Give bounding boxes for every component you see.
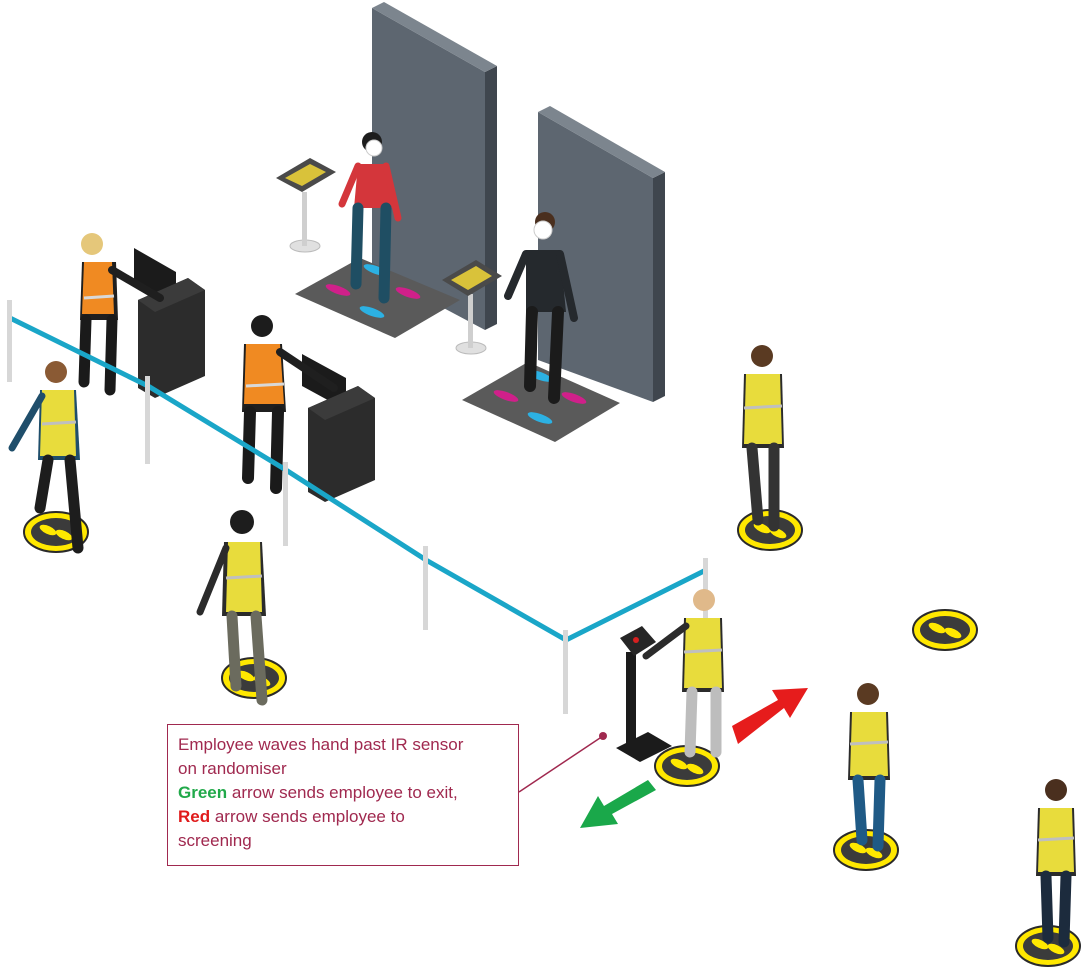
red-word: Red — [178, 807, 211, 826]
green-word: Green — [178, 783, 228, 802]
person-screened-man — [504, 212, 578, 404]
employee-standing-2 — [848, 683, 890, 852]
green-rest: arrow sends employee to exit, — [227, 783, 458, 802]
employee-queue-1 — [196, 510, 268, 706]
callout-line-1: Employee waves hand past IR sensor — [178, 735, 464, 754]
randomiser-stand-icon — [616, 626, 672, 762]
annotation-callout: Employee waves hand past IR sensor on ra… — [167, 724, 519, 866]
employee-standing-3 — [1036, 779, 1076, 948]
red-rest: arrow sends employee to — [210, 807, 405, 826]
employee-standing-1 — [742, 345, 784, 532]
tablet-stand-1 — [276, 158, 336, 253]
employee-walking-left — [8, 361, 84, 554]
person-screened-woman — [338, 132, 402, 304]
green-arrow-icon — [580, 780, 656, 828]
screening-panel-front — [538, 106, 665, 402]
screening-panel-back — [372, 2, 497, 330]
callout-line-5: screening — [178, 831, 252, 850]
callout-leader-line — [518, 735, 604, 793]
employee-at-randomiser — [642, 589, 724, 758]
callout-leader-dot — [599, 732, 607, 740]
tablet-stand-2 — [442, 260, 502, 355]
callout-line-4: Red arrow sends employee to — [178, 805, 508, 829]
red-arrow-icon — [732, 688, 808, 744]
callout-line-3: Green arrow sends employee to exit, — [178, 781, 508, 805]
operator-2 — [242, 315, 338, 494]
operator-1 — [78, 233, 164, 396]
callout-line-2: on randomiser — [178, 759, 287, 778]
control-terminal-1 — [134, 248, 205, 398]
